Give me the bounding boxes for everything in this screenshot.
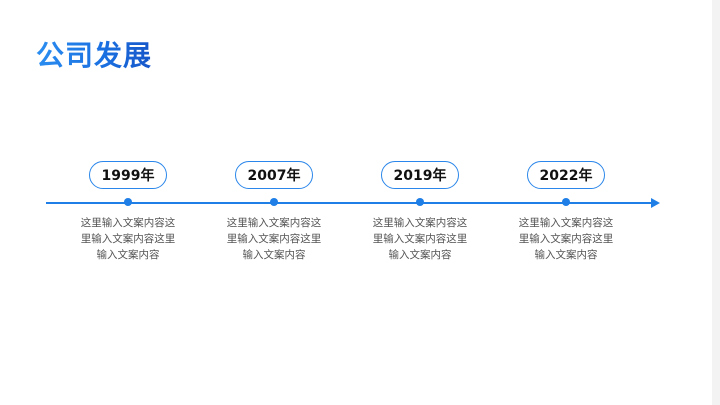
year-badge: 2022年 — [527, 161, 605, 189]
year-badge: 2007年 — [235, 161, 313, 189]
milestone-description: 这里输入文案内容这里输入文案内容这里输入文案内容 — [226, 217, 322, 261]
milestone-description: 这里输入文案内容这里输入文案内容这里输入文案内容 — [372, 217, 468, 261]
timeline-dot-icon — [270, 198, 278, 206]
page-title: 公司发展 — [36, 34, 152, 74]
timeline-dot-icon — [416, 198, 424, 206]
timeline-dot-icon — [124, 198, 132, 206]
milestone-description: 这里输入文案内容这里输入文案内容这里输入文案内容 — [518, 217, 614, 261]
year-badge: 2019年 — [381, 161, 459, 189]
milestone-description: 这里输入文案内容这里输入文案内容这里输入文案内容 — [80, 217, 176, 261]
year-badge: 1999年 — [89, 161, 167, 189]
arrow-right-icon — [651, 198, 660, 208]
timeline-axis — [46, 202, 652, 204]
right-edge-strip — [712, 0, 720, 405]
timeline-dot-icon — [562, 198, 570, 206]
